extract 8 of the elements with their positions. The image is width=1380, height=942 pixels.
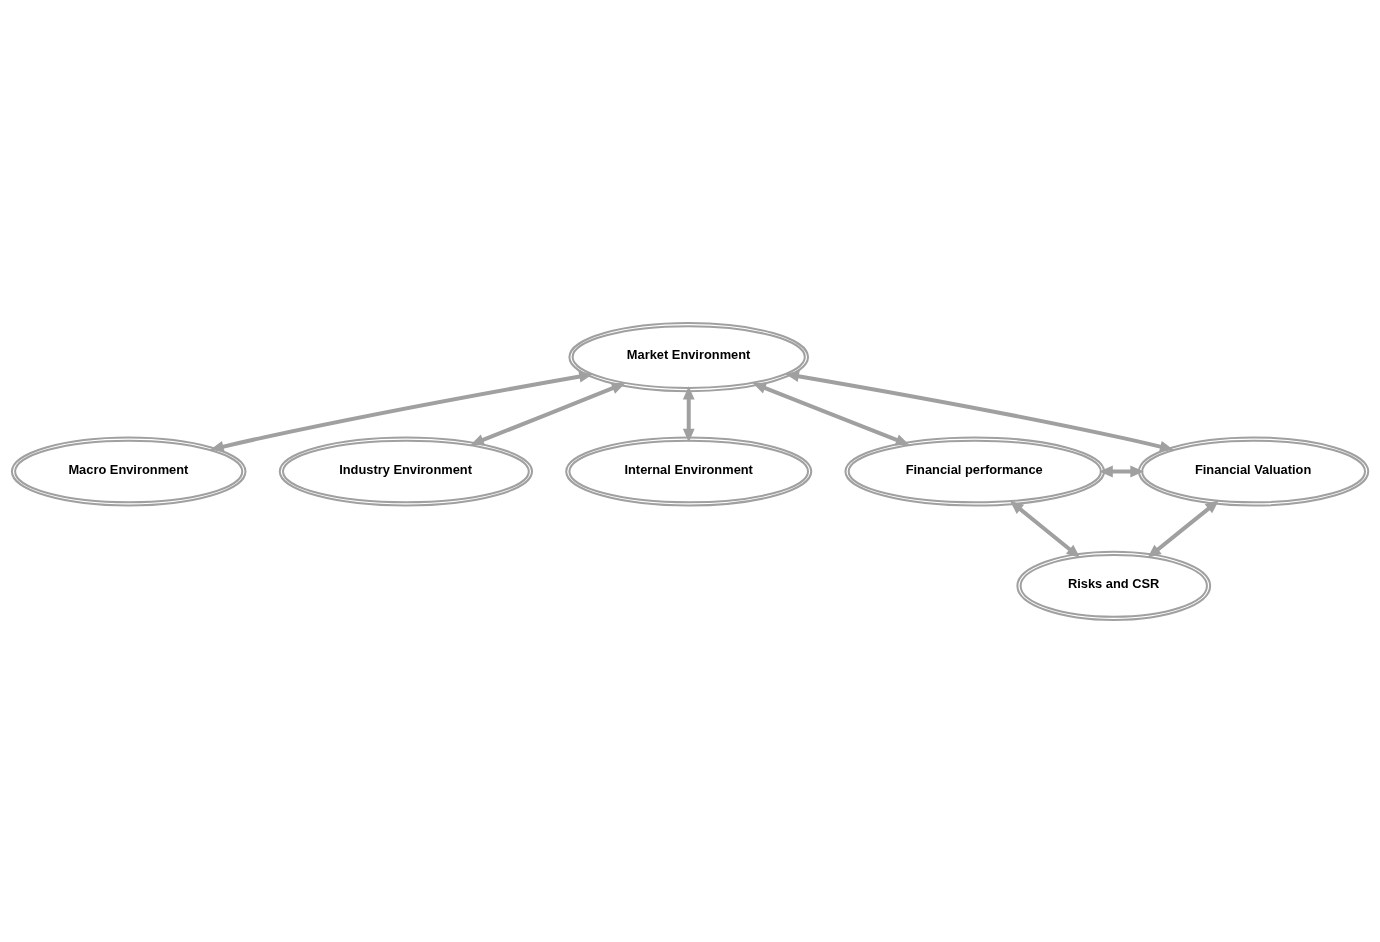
arrow: [1099, 465, 1144, 477]
arrow: [210, 370, 593, 452]
arrow: [682, 385, 695, 442]
arrow: [1147, 499, 1219, 558]
arrow: [752, 382, 910, 445]
arrow: [1009, 500, 1081, 558]
arrow: [470, 382, 626, 445]
arrow: [785, 369, 1174, 452]
